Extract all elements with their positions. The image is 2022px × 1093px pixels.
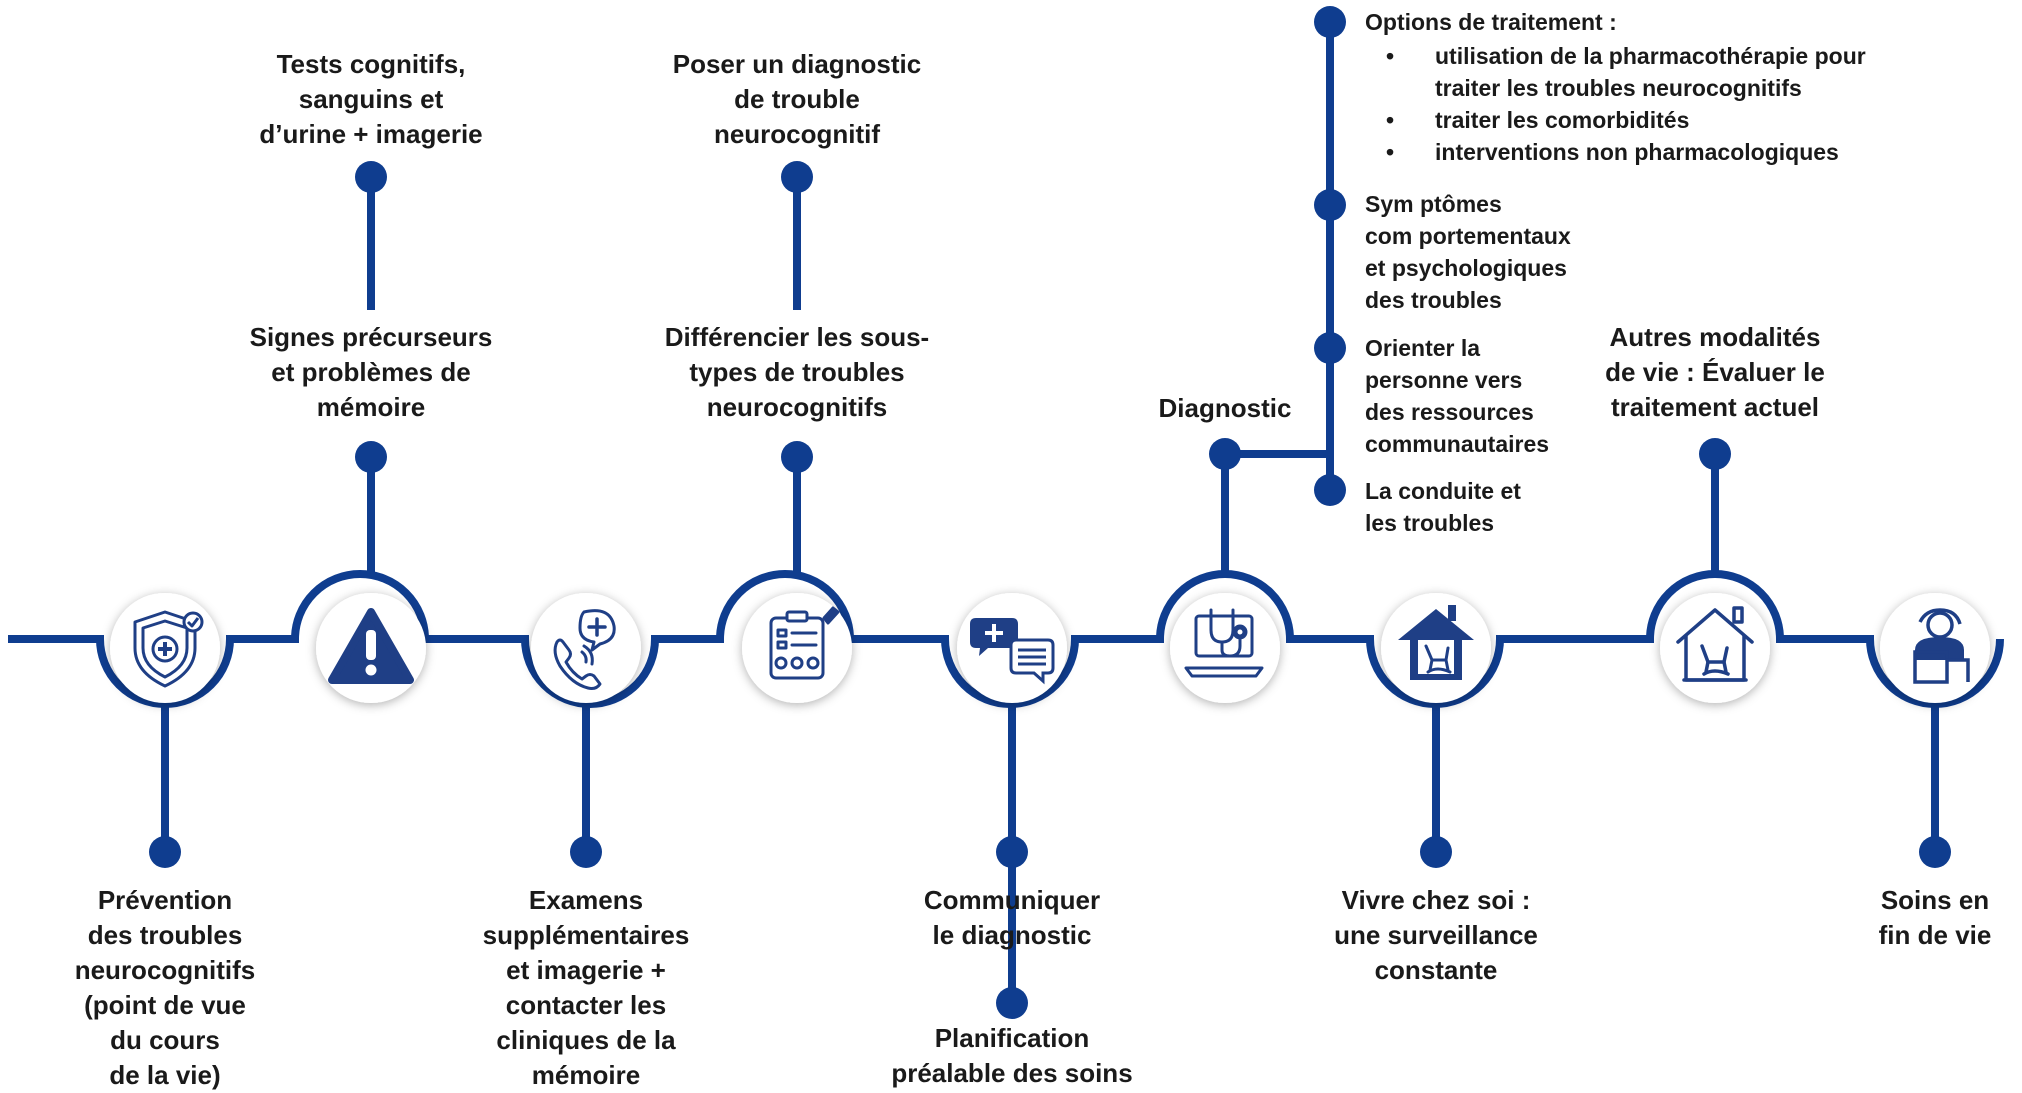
dot-planification — [996, 987, 1028, 1019]
treatment-options-title: Options de traitement : — [1365, 9, 1617, 35]
dot-examens — [570, 836, 602, 868]
treatment-options: Options de traitement : • utilisation de… — [1365, 6, 1866, 168]
shield-icon — [133, 610, 204, 688]
bullet-mark: • — [1385, 107, 1395, 133]
checklist-icon — [769, 606, 840, 680]
label-differencier: Différencier les sous- types de troubles… — [664, 322, 930, 422]
treatment-option: • interventions non pharmacologiques — [1365, 136, 1866, 168]
label-communiquer: Communiquer le diagnostic — [923, 885, 1101, 950]
house-rocking-chair-icon — [1398, 605, 1474, 680]
label-prevention: Prévention des troubles neurocognitifs (… — [74, 885, 256, 1090]
dot-conduite — [1314, 474, 1346, 506]
dot-soins — [1919, 836, 1951, 868]
label-signes: Signes précurseurs et problèmes de mémoi… — [249, 322, 493, 422]
label-soins: Soins en fin de vie — [1878, 885, 1992, 950]
chat-bubbles-icon — [970, 618, 1055, 685]
laptop-stethoscope-icon — [1184, 608, 1264, 678]
label-planification: Planification préalable des soins — [891, 1023, 1133, 1088]
label-orienter: Orienter la personne vers des ressources… — [1365, 335, 1550, 457]
dot-autres — [1699, 438, 1731, 470]
label-conduite: La conduite et les troubles — [1365, 478, 1521, 536]
dot-symptomes — [1314, 189, 1346, 221]
dot-vivre — [1420, 836, 1452, 868]
stage-circle-diagnostic — [1170, 593, 1280, 703]
timeline-line — [8, 570, 2004, 708]
bullet-mark: • — [1385, 139, 1395, 165]
dot-communiquer — [996, 836, 1028, 868]
dot-prevention — [149, 836, 181, 868]
label-examens: Examens supplémentaires et imagerie + co… — [482, 885, 690, 1090]
phone-medical-icon — [553, 609, 616, 690]
dot-poser — [781, 161, 813, 193]
dot-tests — [355, 161, 387, 193]
treatment-option-text: traiter les comorbidités — [1435, 107, 1690, 133]
treatment-option-text: interventions non pharmacologiques — [1435, 139, 1839, 165]
dot-diagnostic — [1209, 438, 1241, 470]
label-diagnostic: Diagnostic — [1158, 393, 1292, 423]
treatment-option: • traiter les comorbidités — [1365, 104, 1866, 136]
bullet-mark: • — [1385, 43, 1395, 69]
dot-differencier — [781, 441, 813, 473]
label-poser: Poser un diagnostic de trouble neurocogn… — [672, 49, 922, 149]
warning-icon — [328, 608, 414, 684]
label-symptomes: Sym ptômes com portementaux et psycholog… — [1365, 191, 1571, 313]
treatment-option-text: utilisation de la pharmacothérapie pour … — [1435, 43, 1866, 101]
dot-options — [1314, 6, 1346, 38]
label-autres: Autres modalités de vie : Évaluer le tra… — [1605, 322, 1825, 422]
label-vivre: Vivre chez soi : une surveillance consta… — [1334, 885, 1538, 985]
dot-signes — [355, 441, 387, 473]
label-tests: Tests cognitifs, sanguins et d’urine + i… — [259, 49, 483, 149]
person-bed-icon — [1913, 608, 1970, 684]
care-home-icon — [1676, 606, 1754, 682]
treatment-option: • utilisation de la pharmacothérapie pou… — [1365, 40, 1866, 104]
dot-orienter — [1314, 332, 1346, 364]
